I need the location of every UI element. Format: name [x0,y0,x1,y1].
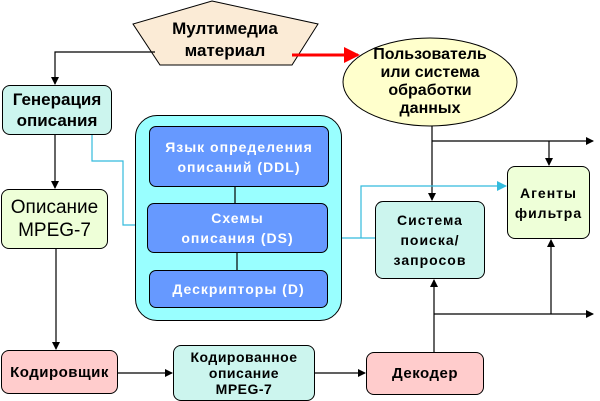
search-system-label: Система поиска/ запросов [393,212,467,268]
descriptors-label: Дескрипторы (D) [172,281,305,297]
arrow-multimedia-to-generation [51,51,155,85]
encoder-label: Кодировщик [10,363,109,381]
decoder-label: Декодер [391,365,458,382]
ddl-label: Язык определения описаний (DDL) [165,138,313,175]
user-label: Пользователь или система обработки данны… [373,46,487,117]
encoded-description-label: Кодированное описание MPEG-7 [190,349,298,397]
descriptors-box: Дескрипторы (D) [149,270,328,308]
description-label: Описание MPEG-7 [10,197,99,241]
generation-label: Генерация описания [12,90,102,130]
ds-box: Схемы описания (DS) [147,203,328,253]
user-ellipse [342,37,518,127]
ddl-box: Язык определения описаний (DDL) [149,126,329,187]
decoder-box: Декодер [366,352,484,395]
filter-agents-label: Агенты фильтра [514,184,583,221]
multimedia-pentagon [132,0,319,66]
generation-box: Генерация описания [2,85,112,135]
ds-label: Схемы описания (DS) [181,210,294,246]
link-ds-to-agents [360,181,507,238]
search-system-box: Система поиска/ запросов [375,201,485,279]
link-generation-to-ds [91,135,147,230]
multimedia-label: Мултимедиа материал [172,19,278,60]
encoded-description-box: Кодированное описание MPEG-7 [173,345,315,401]
description-box: Описание MPEG-7 [1,189,108,249]
filter-agents-box: Агенты фильтра [507,166,590,239]
encoder-box: Кодировщик [1,350,118,394]
